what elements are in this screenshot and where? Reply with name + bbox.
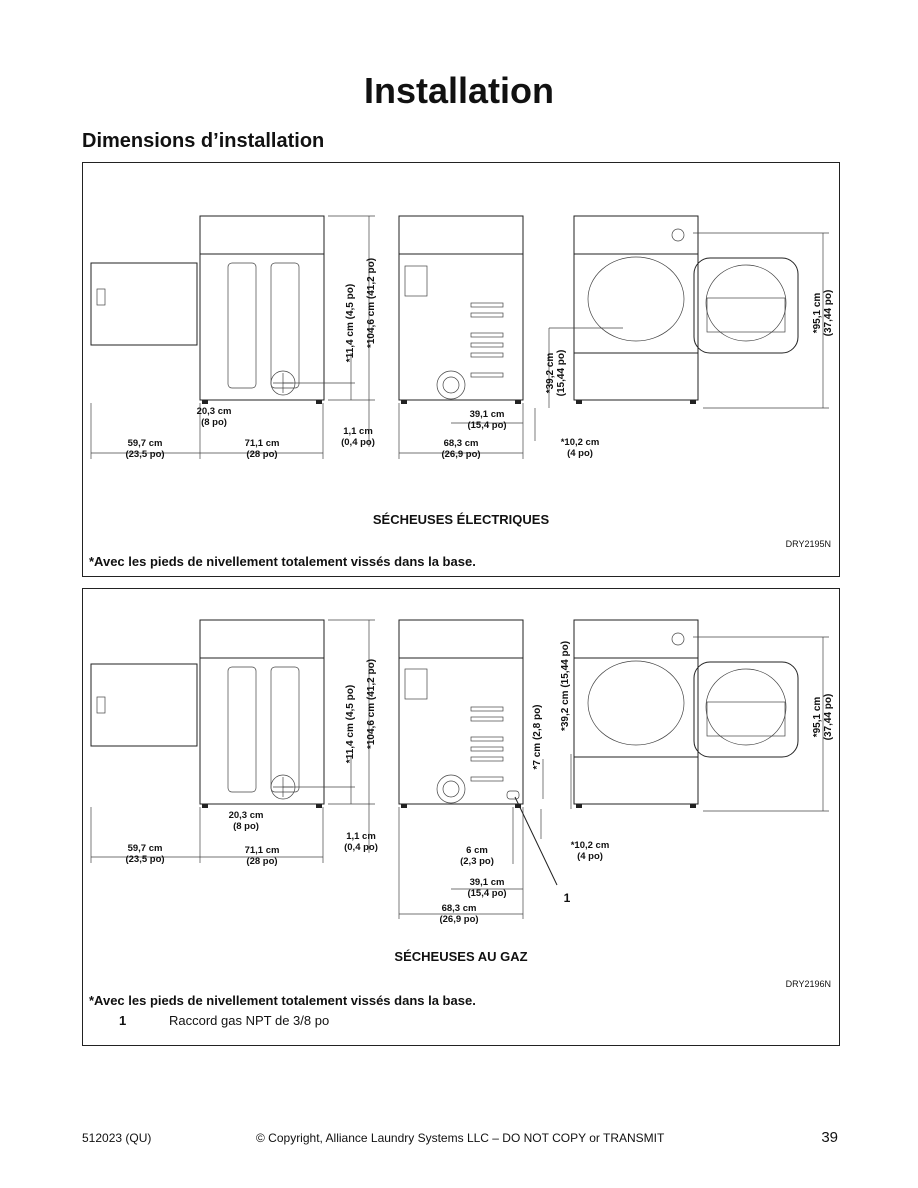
electric-diagram-title: SÉCHEUSES ÉLECTRIQUES [372, 512, 550, 527]
dim-label: (0,4 po) [341, 437, 375, 448]
dim-label: *39,2 cm (15,44 po) [560, 641, 571, 731]
dim-label: 1,1 cm [343, 426, 373, 437]
document-code: 512023 (QU) [82, 1131, 152, 1145]
dim-label: 20,3 cm [229, 810, 264, 821]
dim-label: *95,1 cm [812, 697, 823, 738]
figure-code: DRY2195N [785, 539, 831, 549]
dim-label: 59,7 cm [128, 843, 163, 854]
dim-label: (15,4 po) [467, 420, 506, 431]
dim-label: (26,9 po) [441, 449, 480, 460]
dim-label: (15,4 po) [467, 888, 506, 899]
gas-diagram-title: SÉCHEUSES AU GAZ [394, 949, 528, 964]
page-title: Installation [363, 70, 555, 111]
dim-label: 20,3 cm [197, 406, 232, 417]
dim-label: *7 cm (2,8 po) [532, 704, 543, 769]
dim-label: (28 po) [246, 449, 277, 460]
dim-label: *11,4 cm (4,5 po) [345, 685, 356, 763]
dim-label: *10,2 cm [571, 840, 610, 851]
electric-dryer-diagram: 20,3 cm (8 po) 59,7 cm (23,5 po) 71,1 cm… [90, 215, 834, 460]
dim-label: (28 po) [246, 856, 277, 867]
legend-item: 1 Raccord gas NPT de 3/8 po [119, 1013, 329, 1028]
dim-label: (23,5 po) [125, 854, 164, 865]
dim-label: (4 po) [577, 851, 603, 862]
dim-label: (4 po) [567, 448, 593, 459]
gas-dryer-diagram: 20,3 cm (8 po) 59,7 cm (23,5 po) 71,1 cm… [90, 619, 834, 925]
dim-label: 59,7 cm [128, 438, 163, 449]
dim-label: 6 cm [466, 845, 488, 856]
dim-label: *39,2 cm [545, 353, 556, 394]
dim-label: *10,2 cm [561, 437, 600, 448]
dim-label: 1,1 cm [346, 831, 376, 842]
dim-label: 68,3 cm [444, 438, 479, 449]
footnote: *Avec les pieds de nivellement totalemen… [89, 993, 476, 1008]
dim-label: (37,44 po) [823, 290, 834, 337]
dim-label: (2,3 po) [460, 856, 494, 867]
dim-label: *11,4 cm (4,5 po) [345, 284, 356, 362]
copyright: © Copyright, Alliance Laundry Systems LL… [256, 1131, 665, 1145]
dim-label: *104,6 cm (41,2 po) [366, 659, 377, 749]
page-number: 39 [821, 1129, 838, 1146]
dim-label: (8 po) [201, 417, 227, 428]
legend-text: Raccord gas NPT de 3/8 po [169, 1013, 330, 1028]
callout-number: 1 [564, 891, 571, 905]
dim-label: 71,1 cm [245, 438, 280, 449]
dim-label: *95,1 cm [812, 293, 823, 334]
dim-label: *104,6 cm (41,2 po) [366, 258, 377, 348]
legend-number: 1 [119, 1013, 127, 1028]
dim-label: (15,44 po) [556, 350, 567, 397]
dim-label: (37,44 po) [823, 694, 834, 741]
electric-dryer-panel: 20,3 cm (8 po) 59,7 cm (23,5 po) 71,1 cm… [82, 162, 840, 577]
gas-dryer-panel: 20,3 cm (8 po) 59,7 cm (23,5 po) 71,1 cm… [82, 588, 840, 1046]
dim-label: 39,1 cm [470, 409, 505, 420]
dim-label: 68,3 cm [442, 903, 477, 914]
dim-label: (26,9 po) [439, 914, 478, 925]
dim-label: (23,5 po) [125, 449, 164, 460]
dim-label: (0,4 po) [344, 842, 378, 853]
section-title: Dimensions d’installation [82, 130, 325, 152]
figure-code: DRY2196N [785, 979, 831, 989]
dim-label: (8 po) [233, 821, 259, 832]
dim-label: 71,1 cm [245, 845, 280, 856]
dim-label: 39,1 cm [470, 877, 505, 888]
footnote: *Avec les pieds de nivellement totalemen… [89, 554, 476, 569]
